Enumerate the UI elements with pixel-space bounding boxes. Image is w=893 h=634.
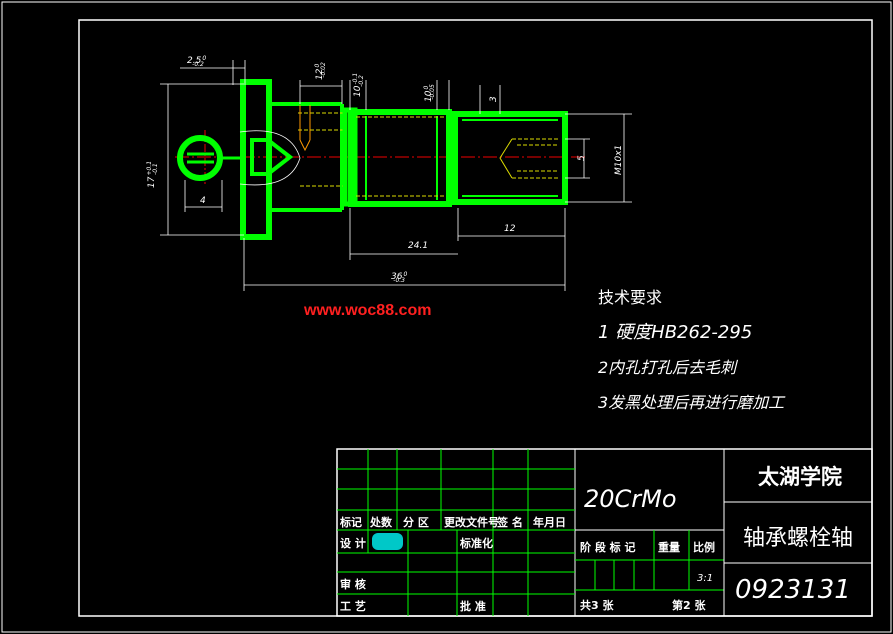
tb-school: 太湖学院 xyxy=(758,465,842,489)
tb-material: 20CrMo xyxy=(584,485,677,513)
dim-17: 17+0.1-0.1 xyxy=(146,161,159,188)
tb-stage-mark: 阶 段 标 记 xyxy=(580,540,636,554)
notes-line-1: 1 硬度HB262-295 xyxy=(598,322,752,343)
tb-scale-value: 3:1 xyxy=(697,573,713,584)
dim-36: 360-0.3 xyxy=(391,271,407,284)
tb-drawing-no: 0923131 xyxy=(735,575,851,605)
tb-sheet-no: 第2 张 xyxy=(672,598,706,612)
dim-5: 5 xyxy=(577,155,587,161)
dim-12-bottom: 12 xyxy=(504,224,516,234)
dim-4: 4 xyxy=(200,196,206,206)
tb-process: 工 艺 xyxy=(340,599,366,613)
tb-hdr-date: 年月日 xyxy=(533,515,566,529)
end-view-circle xyxy=(177,135,223,181)
notes-line-3: 3发黑处理后再进行磨加工 xyxy=(598,393,786,412)
tb-part-name: 轴承螺栓轴 xyxy=(743,526,853,551)
tb-hdr-sign: 签 名 xyxy=(496,515,523,529)
technical-notes: 技术要求 1 硬度HB262-295 2内孔打孔后去毛刺 3发黑处理后再进行磨加… xyxy=(598,288,786,412)
tb-sheets-total: 共3 张 xyxy=(580,598,614,612)
head-flange xyxy=(240,79,272,240)
part-view: 2.50-0.2 17+0.1-0.1 4 120-0.02 10-0.1-0.… xyxy=(146,55,632,291)
dim-10-b: 100-0.05 xyxy=(423,84,436,102)
tb-standard: 标准化 xyxy=(459,536,493,550)
watermark-text: www.woc88.com xyxy=(303,302,431,319)
tb-weight: 重量 xyxy=(658,540,680,554)
tb-hdr-count: 处数 xyxy=(369,515,393,529)
dim-12-vert: 120-0.02 xyxy=(314,62,327,80)
tb-scale: 比例 xyxy=(693,540,715,554)
dim-3: 3 xyxy=(489,96,499,102)
notes-line-2: 2内孔打孔后去毛刺 xyxy=(598,358,738,377)
tb-approve: 批 准 xyxy=(460,599,486,613)
title-block xyxy=(336,448,873,617)
dim-10-a: 10-0.1-0.2 xyxy=(352,73,365,97)
tb-hdr-zone: 分 区 xyxy=(403,515,429,529)
notes-title: 技术要求 xyxy=(598,288,662,307)
tb-review: 审 核 xyxy=(340,577,366,591)
tb-design: 设 计 xyxy=(340,536,366,550)
dim-m10x1: M10x1 xyxy=(614,145,624,175)
dim-24-1: 24.1 xyxy=(408,241,428,251)
tb-hdr-mark: 标记 xyxy=(339,515,362,529)
designer-signature-mark xyxy=(372,533,403,550)
dim-2-5: 2.50-0.2 xyxy=(187,55,206,68)
threaded-end xyxy=(452,111,568,205)
tb-hdr-doc: 更改文件号 xyxy=(444,515,499,529)
journal-section xyxy=(348,109,452,207)
